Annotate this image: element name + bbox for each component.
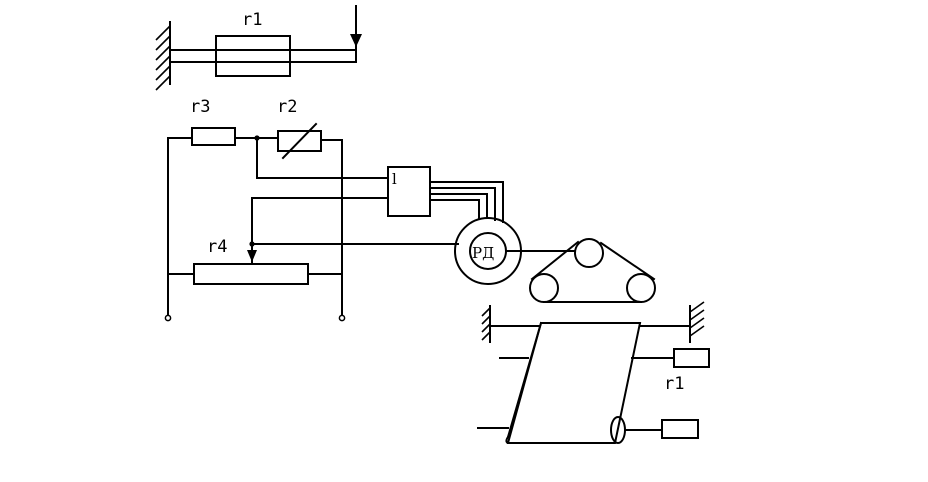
label-r4: r4	[207, 237, 227, 257]
belt-right	[599, 241, 656, 281]
pen-box	[661, 419, 699, 439]
top-rheostat-assembly: r1	[155, 5, 362, 91]
resistor-r1-top	[215, 35, 291, 77]
amp-output-wire-4	[429, 199, 480, 219]
amp-output-wire-2	[429, 187, 496, 221]
top-wall-hatching	[155, 25, 171, 91]
label-amplifier: l	[392, 170, 397, 188]
amplifier: l	[387, 166, 504, 223]
amplifier-box	[387, 166, 431, 217]
paper-sheet	[506, 322, 642, 444]
left-wall-hatching	[481, 307, 491, 341]
label-r2: r2	[277, 97, 297, 117]
right-wall-hatching	[689, 301, 705, 337]
resistor-r1-bottom	[673, 348, 710, 368]
motor: РД	[454, 217, 575, 285]
label-r3: r3	[190, 97, 210, 117]
amp-output-wire-1	[429, 181, 504, 223]
amp-output-wire-3	[429, 193, 488, 219]
label-r1-top: r1	[242, 10, 262, 30]
belt-drive	[529, 238, 656, 303]
label-r1-bottom: r1	[664, 374, 684, 394]
resistor-r3	[191, 127, 236, 146]
terminal-right	[338, 314, 346, 322]
bridge-circuit: r3 r2 r4	[164, 97, 459, 322]
terminal-left	[164, 314, 172, 322]
r4-slider-arrow-icon	[247, 250, 257, 262]
pulley-top	[574, 238, 604, 268]
r2-variable-arrow-icon	[281, 122, 318, 160]
recorder-drum: r1	[477, 301, 710, 445]
belt-left	[530, 240, 580, 281]
label-motor: РД	[472, 244, 494, 262]
top-slider-arrow-icon	[350, 34, 362, 47]
pulley-right	[626, 273, 656, 303]
resistor-r4	[193, 263, 309, 285]
